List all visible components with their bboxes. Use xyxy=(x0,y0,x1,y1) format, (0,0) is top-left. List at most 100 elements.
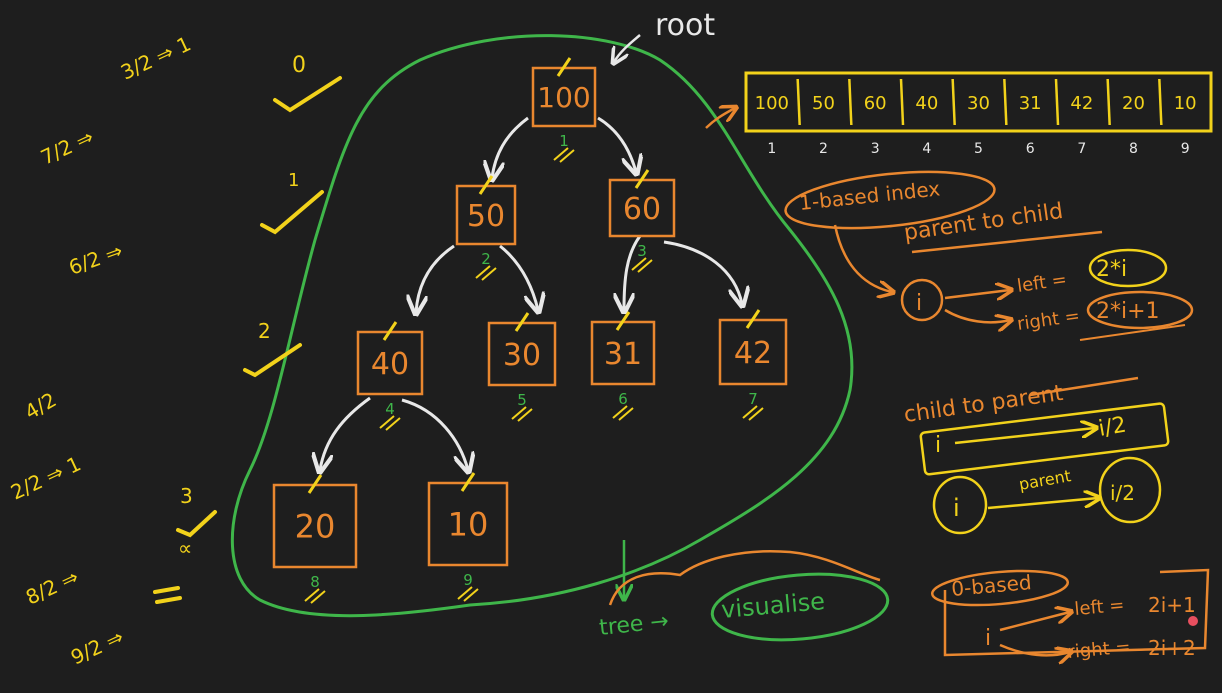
edge-50-40 xyxy=(416,244,455,312)
visited-tick xyxy=(460,472,476,492)
root-pointer-arrow xyxy=(614,34,641,62)
visited-tick xyxy=(556,57,572,77)
array-cell-index: 1 xyxy=(767,141,776,157)
tree-node-100: 100 1 xyxy=(531,57,597,163)
level-marks xyxy=(153,76,342,604)
array-cell-index: 6 xyxy=(1026,141,1035,157)
visited-tick xyxy=(382,321,398,341)
zero-right-arrow xyxy=(999,643,1070,655)
i-parent-var: i xyxy=(953,494,960,522)
array-cell-value: 30 xyxy=(967,93,990,114)
i-circle xyxy=(900,278,944,322)
visited-tick xyxy=(745,309,761,329)
tree-node-index: 6 xyxy=(618,390,628,408)
array-cell-index: 2 xyxy=(819,141,828,157)
visited-hatch xyxy=(457,586,479,602)
equals-mark xyxy=(153,586,182,604)
edge-100-50 xyxy=(492,116,529,178)
right-formula-circle xyxy=(1086,290,1194,330)
tree-node-value: 60 xyxy=(623,192,661,227)
child-to-parent-box xyxy=(919,402,1170,476)
i-parent-arrow xyxy=(987,498,1098,510)
tree-node-index: 7 xyxy=(748,390,758,408)
tree-node-value: 30 xyxy=(503,338,541,373)
tree-node-10: 109 xyxy=(427,472,509,602)
root-label: root xyxy=(655,8,715,43)
tree-node-31: 31 6 xyxy=(590,311,656,421)
tree-node-40: 40 4 xyxy=(356,321,424,431)
tree-node-30: 30 5 xyxy=(487,312,557,422)
level-3-label: 3 xyxy=(180,484,193,508)
tree-enclosure-outline xyxy=(230,34,854,618)
tree-node-index: 2 xyxy=(481,250,491,268)
zero-based-bubble xyxy=(930,569,1070,607)
array-cell-value: 60 xyxy=(864,93,887,114)
zero-left-label: left = xyxy=(1074,595,1126,620)
array-cell-value: 31 xyxy=(1019,93,1042,114)
level-1-label: 1 xyxy=(288,170,299,191)
check-level-1 xyxy=(260,190,324,235)
visited-tick xyxy=(307,474,323,494)
visited-tick xyxy=(615,311,631,331)
tree-node-value: 40 xyxy=(371,347,409,382)
i-to-left-arrow xyxy=(944,290,1010,298)
tree-node-value: 42 xyxy=(734,336,772,371)
array-divider xyxy=(951,78,956,126)
i-parent-circle xyxy=(932,475,988,535)
tree-nodes: 100 1 50 2 60 3 40 4 30 5 31 6 42 7 208 109 xyxy=(272,57,788,604)
pointer-dot xyxy=(1188,616,1198,626)
array-divider xyxy=(848,78,853,126)
edge-50-30 xyxy=(499,244,538,310)
array-outline xyxy=(744,71,1213,133)
tree-caption-word-circle xyxy=(710,572,890,642)
tree-node-index: 1 xyxy=(559,132,569,150)
tree-node-value: 50 xyxy=(467,199,505,234)
array-cell-value: 10 xyxy=(1174,93,1197,114)
edge-100-60 xyxy=(597,116,636,172)
tree-node-60: 60 3 xyxy=(608,169,676,273)
bubble-to-i-arrow xyxy=(833,224,892,292)
tree-node-value: 31 xyxy=(604,337,642,372)
edge-40-20 xyxy=(320,396,371,470)
zero-left-formula: 2i+1 xyxy=(1148,593,1196,617)
left-formula: 2*i xyxy=(1096,257,1127,282)
array-cell-value: 20 xyxy=(1122,93,1145,114)
array-cell-value: 40 xyxy=(915,93,938,114)
visited-hatch xyxy=(742,405,764,421)
child-arrow xyxy=(954,428,1095,445)
array-divider xyxy=(1054,78,1060,126)
visited-hatch xyxy=(304,588,326,604)
edge-60-42 xyxy=(663,240,742,304)
array-cell-value: 42 xyxy=(1070,93,1093,114)
edge-40-10 xyxy=(401,398,468,470)
tree-node-50: 50 2 xyxy=(455,175,517,281)
tree-node-index: 3 xyxy=(637,242,647,260)
array-divider xyxy=(899,78,905,126)
child-to-parent-underline xyxy=(1029,376,1139,397)
level-2-label: 2 xyxy=(258,319,271,343)
zero-right-formula: 2i+2 xyxy=(1148,636,1196,660)
right-formula-underline xyxy=(1079,324,1186,341)
i-var: i xyxy=(916,291,922,316)
tree-node-value: 100 xyxy=(537,81,590,114)
tree-node-index: 4 xyxy=(385,400,395,418)
visited-hatch xyxy=(379,415,401,431)
one-based-bubble xyxy=(784,170,996,230)
right-formula: 2*i+1 xyxy=(1096,299,1160,324)
tree-node-index: 5 xyxy=(517,391,527,409)
tree-node-20: 208 xyxy=(272,474,358,604)
tree-edges xyxy=(320,116,742,470)
zero-left-arrow xyxy=(999,612,1070,632)
check-level-0 xyxy=(273,76,342,113)
array-divider xyxy=(1003,78,1008,126)
zero-based-frame xyxy=(943,568,1210,657)
parent-to-child-underline xyxy=(911,230,1103,254)
array-cell-index: 3 xyxy=(871,141,880,157)
array-divider xyxy=(796,78,801,126)
array-cell-index: 4 xyxy=(922,141,931,157)
visited-hatch xyxy=(612,405,634,421)
array-cell-index: 8 xyxy=(1129,141,1138,157)
array-cell-index: 9 xyxy=(1181,141,1190,157)
